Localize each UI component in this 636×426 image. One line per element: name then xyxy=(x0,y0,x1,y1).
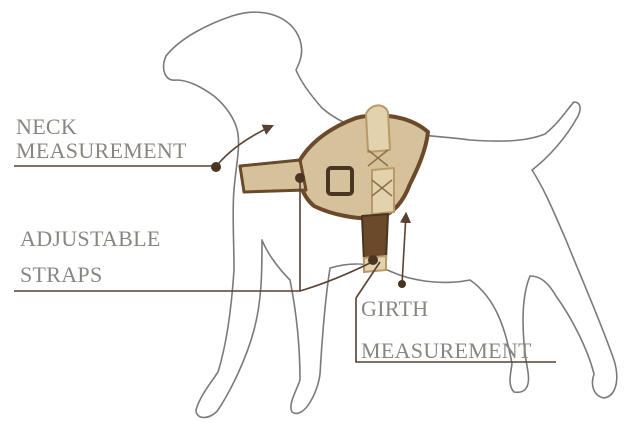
girth-marker-dot xyxy=(398,280,406,288)
top-handle xyxy=(366,105,390,152)
adjustable-straps-label-line1: ADJUSTABLE xyxy=(20,226,161,252)
harness-vest xyxy=(299,115,428,218)
girth-measure-arrow xyxy=(402,214,406,284)
back-strap xyxy=(372,168,394,214)
girth-measurement-label-line1: GIRTH xyxy=(361,296,428,322)
straps-marker-dot-1 xyxy=(295,173,305,183)
neck-measure-arrow xyxy=(218,126,272,164)
neck-marker-dot xyxy=(211,162,221,172)
neck-measurement-label-line2: MEASUREMENT xyxy=(16,138,187,164)
girth-strap xyxy=(362,214,388,262)
straps-marker-dot-2 xyxy=(368,255,378,265)
neck-measurement-label-line1: NECK xyxy=(16,114,77,140)
adjustable-straps-label-line2: STRAPS xyxy=(20,262,103,288)
girth-measurement-label-line2: MEASUREMENT xyxy=(361,338,532,364)
